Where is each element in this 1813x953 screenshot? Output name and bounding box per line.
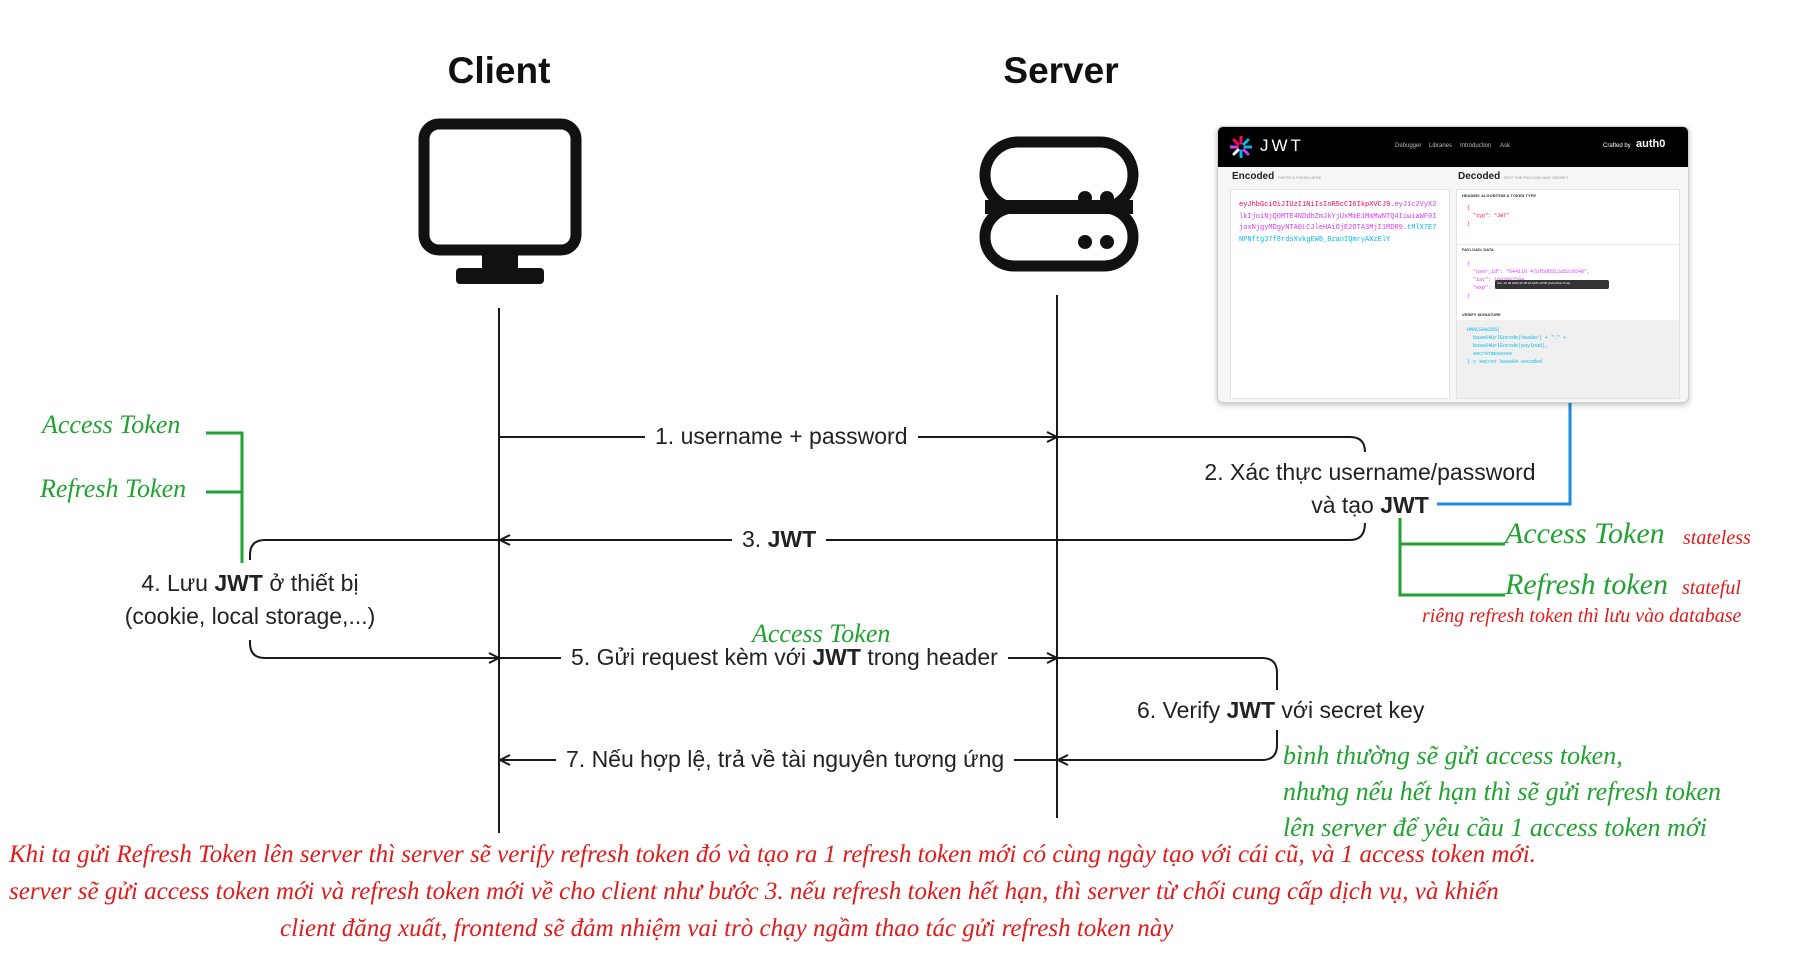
step-4-line-2: (cookie, local storage,...): [124, 603, 376, 629]
loop-step-6: [1057, 657, 1278, 690]
jwt-panel-connector: [1437, 402, 1572, 506]
step-5-bold: JWT: [812, 644, 861, 670]
step-6-bold: JWT: [1226, 697, 1276, 723]
step-3-bold: JWT: [767, 526, 817, 552]
jwt-nav-debugger[interactable]: Debugger: [1395, 143, 1422, 149]
server-access-token-note: Access Token: [1505, 517, 1665, 550]
step-5-suffix: trong header: [860, 644, 998, 670]
server-refresh-token-note: Refresh token: [1505, 568, 1668, 601]
step-4-bold: JWT: [214, 570, 263, 596]
jwt-nav-ask[interactable]: Ask: [1500, 143, 1511, 149]
loop-step-4: [249, 539, 499, 560]
step-2-line-2: và tạo JWT: [1190, 489, 1550, 522]
jwt-nav-introduction[interactable]: Introduction: [1460, 143, 1492, 149]
stateless-note: stateless: [1683, 527, 1751, 549]
jwt-payload-section-title: PAYLOAD: DATA: [1462, 247, 1494, 252]
jwt-decoded-sub: EDIT THE PAYLOAD AND SECRET: [1504, 175, 1569, 180]
server-icon: [979, 136, 1139, 272]
jwt-decoded-panel: HEADER: ALGORITHM & TOKEN TYPE { "typ": …: [1456, 189, 1680, 399]
client-refresh-token-note: Refresh Token: [40, 474, 187, 503]
step-7-label: 7. Nếu hợp lệ, trả về tài nguyên tương ứ…: [556, 746, 1015, 773]
jwt-auth0-logo: auth0: [1636, 138, 1666, 150]
jwt-exp-tooltip: Sun Jul 30 2023 20:28:24 GMT+0700 (Indoc…: [1495, 280, 1609, 289]
step-4-suffix: ở thiết bị: [262, 570, 359, 596]
jwt-token-payload: eyJ1c2VyX2lkIjoiNjQ0MTE4NDdhZmJkYjUxMmE1…: [1239, 201, 1437, 232]
step-1-label: 1. username + password: [645, 423, 918, 450]
jwt-decoded-label: Decoded: [1458, 171, 1501, 182]
jwt-encoded-textarea[interactable]: eyJhbGciOiJIUzI1NiIsInR5cCI6IkpXVCJ9.eyJ…: [1230, 189, 1450, 399]
client-heading: Client: [447, 50, 551, 91]
loop-step-2: [1057, 436, 1366, 453]
jwt-header-section-title: HEADER: ALGORITHM & TOKEN TYPE: [1462, 193, 1537, 198]
step-2-prefix: và tạo: [1311, 492, 1381, 518]
step-6-suffix: với secret key: [1275, 697, 1425, 723]
bottom-explanation: Khi ta gửi Refresh Token lên server thì …: [0, 836, 1813, 947]
step-5-prefix: 5. Gửi request kèm với: [571, 644, 813, 670]
jwt-debugger-screenshot: JWT Debugger Libraries Introduction Ask …: [1217, 126, 1689, 403]
server-token-bracket: [1398, 518, 1505, 597]
jwt-encoded-label: Encoded: [1232, 171, 1275, 182]
monitor-icon: [418, 118, 582, 284]
step-4-prefix: 4. Lưu: [141, 570, 215, 596]
header-access-token-note: Access Token: [752, 619, 891, 648]
bottom-line-2: server sẽ gửi access token mới và refres…: [9, 878, 1499, 905]
client-token-bracket: [206, 431, 244, 563]
jwt-crafted-by: Crafted by: [1603, 143, 1631, 149]
database-note: riêng refresh token thì lưu vào database: [1422, 605, 1742, 627]
verify-note: bình thường sẽ gửi access token, nhưng n…: [1283, 738, 1721, 846]
bottom-line-1: Khi ta gửi Refresh Token lên server thì …: [9, 841, 1536, 868]
server-heading: Server: [1003, 50, 1119, 91]
client-access-token-note: Access Token: [42, 410, 181, 439]
step-4-line-1: 4. Lưu JWT ở thiết bị: [120, 567, 380, 600]
jwt-token-signature: tMlX7E7NPNftg37f8rdsXvkgEW8_8zanIQmryAXz…: [1239, 224, 1437, 244]
jwt-signature-code[interactable]: HMACSHA256( base64UrlEncode(header) + ".…: [1467, 327, 1567, 365]
stateful-note: stateful: [1682, 577, 1741, 599]
jwt-header-code[interactable]: { "typ": "JWT" }: [1467, 205, 1510, 227]
step-2-line-1: 2. Xác thực username/password: [1204, 459, 1536, 485]
jwt-encoded-sub: PASTE A TOKEN HERE: [1278, 175, 1322, 180]
jwt-token-header: eyJhbGciOiJIUzI1NiIsInR5cCI6IkpXVCJ9.: [1239, 201, 1395, 209]
step-2-label: 2. Xác thực username/password và tạo JWT: [1190, 456, 1550, 522]
step-4-label: 4. Lưu JWT ở thiết bị (cookie, local sto…: [120, 567, 380, 633]
jwt-nav-libraries[interactable]: Libraries: [1429, 143, 1453, 149]
jwt-logo-icon: [1230, 136, 1252, 158]
jwt-top-bar: JWT Debugger Libraries Introduction Ask …: [1218, 127, 1688, 167]
step-5-label: 5. Gửi request kèm với JWT trong header: [561, 644, 1008, 671]
step-6-label: 6. Verify JWT với secret key: [1127, 697, 1435, 724]
bottom-line-3: client đăng xuất, frontend sẽ đảm nhiệm …: [280, 915, 1174, 942]
verify-note-line-3: lên server để yêu cầu 1 access token mới: [1283, 813, 1707, 842]
verify-note-line-2: nhưng nếu hết hạn thì sẽ gửi refresh tok…: [1283, 777, 1722, 806]
jwt-brand: JWT: [1260, 136, 1304, 155]
jwt-signature-section-title: VERIFY SIGNATURE: [1462, 312, 1501, 317]
jwt-encoded-token: eyJhbGciOiJIUzI1NiIsInR5cCI6IkpXVCJ9.eyJ…: [1239, 200, 1439, 246]
jwt-signature-section: VERIFY SIGNATURE HMACSHA256( base64UrlEn…: [1457, 312, 1679, 398]
verify-note-line-1: bình thường sẽ gửi access token,: [1283, 741, 1623, 770]
step-2-bold: JWT: [1380, 492, 1429, 518]
step-6-prefix: 6. Verify: [1137, 697, 1227, 723]
jwt-header-section: HEADER: ALGORITHM & TOKEN TYPE { "typ": …: [1457, 190, 1679, 245]
step-3-prefix: 3.: [742, 526, 768, 552]
step-3-label: 3. JWT: [732, 526, 827, 553]
